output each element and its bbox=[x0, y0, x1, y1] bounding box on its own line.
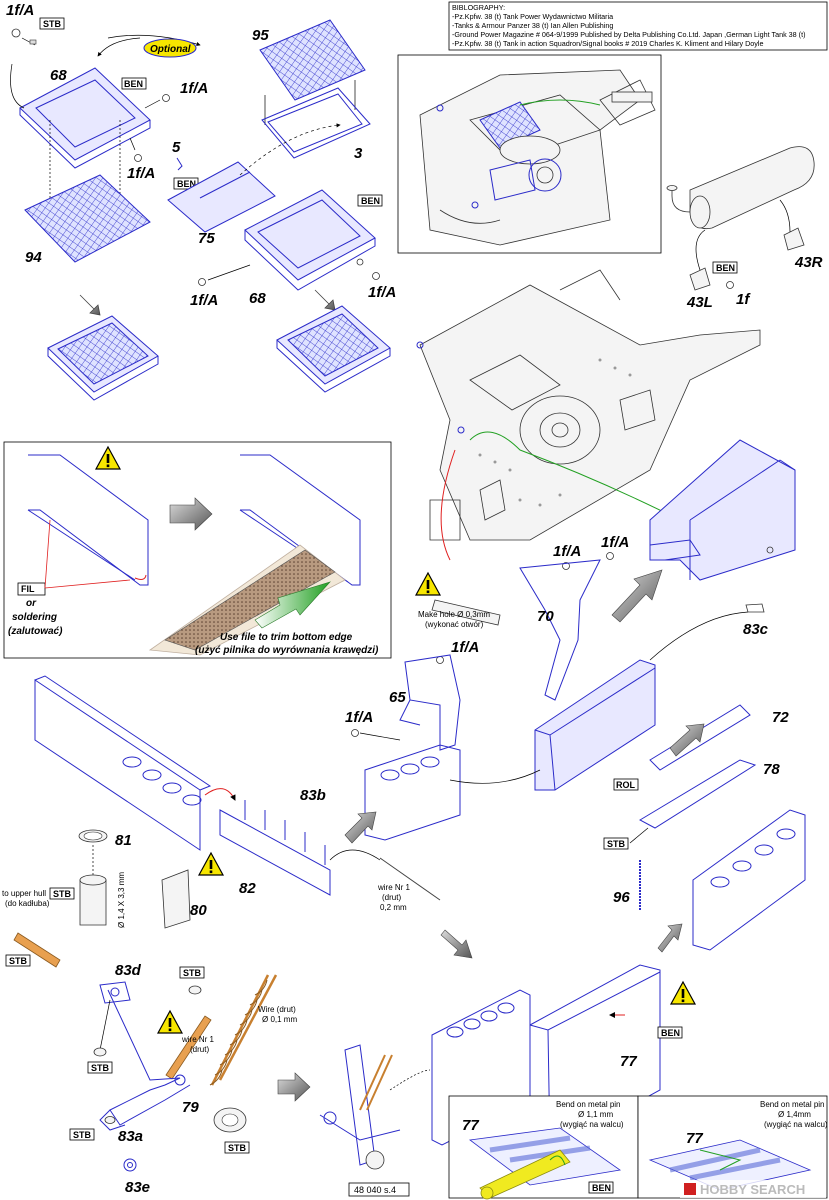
part-label-5: 5 bbox=[172, 139, 181, 156]
note-make-hole: Make hole Ø 0,3mm bbox=[418, 610, 490, 619]
part-label-83d: 83d bbox=[115, 962, 142, 979]
note-bend-a-pl: (wygiąć na walcu) bbox=[560, 1120, 624, 1129]
rear-hull-view bbox=[416, 269, 761, 561]
bibliography-line: -Ground Power Magazine # 064-9/1999 Publ… bbox=[452, 30, 805, 39]
part-label-1fA: 1f/A bbox=[6, 2, 34, 19]
part-label-3: 3 bbox=[354, 145, 363, 162]
part-label-1fA: 1f/A bbox=[553, 543, 581, 560]
note-wire-nr1: wire Nr 1 bbox=[377, 883, 411, 892]
part-label-65: 65 bbox=[389, 689, 406, 706]
part-label-77: 77 bbox=[686, 1130, 703, 1147]
note-upper-hull-pl: (do kadłuba) bbox=[5, 899, 50, 908]
tag-stb: STB bbox=[228, 1143, 247, 1153]
part-label-43R: 43R bbox=[794, 254, 823, 271]
note-or: or bbox=[26, 598, 37, 609]
part-label-80: 80 bbox=[190, 902, 207, 919]
solder-detail-inset: FIL or soldering (zalutować) Use file to… bbox=[3, 441, 392, 659]
part-label-1f: 1f bbox=[736, 291, 751, 308]
note-bend-a-dim: Ø 1,1 mm bbox=[578, 1110, 613, 1119]
bend-inset-a: Bend on metal pin Ø 1,1 mm (wygiąć na wa… bbox=[448, 1095, 639, 1200]
tag-rol: ROL bbox=[616, 780, 636, 790]
tag-ben: BEN bbox=[661, 1028, 680, 1038]
part-label-94: 94 bbox=[25, 249, 42, 266]
optional-label: Optional bbox=[150, 44, 191, 55]
inset-engine-deck bbox=[397, 54, 662, 254]
part-label-43L: 43L bbox=[686, 294, 713, 311]
note-upper-hull: to upper hull bbox=[2, 889, 46, 898]
tag-stb: STB bbox=[53, 889, 72, 899]
part-label-77: 77 bbox=[620, 1053, 637, 1070]
lid-and-box-right: 72 78 ROL STB 96 bbox=[603, 704, 806, 953]
part-label-83a: 83a bbox=[118, 1128, 143, 1145]
note-wire-nr1-small: wire Nr 1 bbox=[181, 1035, 215, 1044]
tag-ben: BEN bbox=[361, 196, 380, 206]
note-file-trim: Use file to trim bottom edge bbox=[220, 632, 353, 643]
spring-assembly: to upper hull (do kadłuba) STB 83d STB S… bbox=[2, 889, 311, 1196]
note-soldering: soldering bbox=[12, 612, 57, 623]
part-label-68: 68 bbox=[50, 67, 67, 84]
bibliography-box: BIBLOGRAPHY: -Pz.Kpfw. 38 (t) Tank Power… bbox=[448, 1, 828, 51]
tag-stb: STB bbox=[9, 956, 28, 966]
grille-assembly-left: 1f/A STB Optional 68 BEN 1f/A 1f/A 94 bbox=[6, 2, 208, 401]
tag-stb: STB bbox=[43, 19, 62, 29]
part-label-83e: 83e bbox=[125, 1179, 150, 1196]
bracket-65: 1f/A 65 1f/A bbox=[344, 639, 541, 844]
grille-assembly-middle: 95 3 5 BEN 75 BEN 68 1f/A 1f/A bbox=[167, 19, 396, 393]
note-bend-b-dim: Ø 1,4mm bbox=[778, 1110, 811, 1119]
part-label-1fA: 1f/A bbox=[127, 165, 155, 182]
watermark: HOBBY SEARCH bbox=[700, 1182, 805, 1197]
note-wire-nr1-small-pl: (drut) bbox=[190, 1045, 209, 1054]
tag-stb: STB bbox=[183, 968, 202, 978]
note-make-hole-pl: (wykonać otwór) bbox=[425, 620, 484, 629]
page-code: 48 040 s.4 bbox=[354, 1185, 396, 1195]
bibliography-line: -Pz.Kpfw. 38 (t) Tank Power Wydawnictwo … bbox=[452, 12, 613, 21]
fender-box-70: Make hole Ø 0,3mm (wykonać otwór) 1f/A 1… bbox=[415, 439, 796, 791]
part-label-68: 68 bbox=[249, 290, 266, 307]
footer: 48 040 s.4 HOBBY SEARCH bbox=[348, 1180, 826, 1198]
rivet-part bbox=[11, 28, 21, 38]
long-box-83b: 83b 82 81 STB Ø 1,4 X 3,3 mm 80 wire Nr … bbox=[34, 675, 473, 959]
part-label-1fA: 1f/A bbox=[190, 292, 218, 309]
part-label-1fA: 1f/A bbox=[180, 80, 208, 97]
tag-ben: BEN bbox=[716, 263, 735, 273]
tag-stb: STB bbox=[73, 1130, 92, 1140]
bibliography-line: -Tanks & Armour Panzer 38 (t) Ian Allen … bbox=[452, 21, 613, 30]
note-wire-drut: Wire (drut) bbox=[258, 1005, 296, 1014]
tag-fil: FIL bbox=[21, 584, 35, 594]
part-label-1fA: 1f/A bbox=[451, 639, 479, 656]
part-label-82: 82 bbox=[239, 880, 256, 897]
part-label-78: 78 bbox=[763, 761, 780, 778]
part-label-96: 96 bbox=[613, 889, 630, 906]
note-dim-81: Ø 1,4 X 3,3 mm bbox=[117, 872, 126, 928]
note-wire-nr1-pl: (drut) bbox=[382, 893, 401, 902]
part-label-1fA: 1f/A bbox=[368, 284, 396, 301]
tag-ben: BEN bbox=[592, 1183, 611, 1193]
note-bend-a: Bend on metal pin bbox=[556, 1100, 621, 1109]
note-file-trim-pl: (użyć pilnika do wyrównania krawędzi) bbox=[195, 645, 379, 656]
part-label-72: 72 bbox=[772, 709, 789, 726]
tag-stb: STB bbox=[91, 1063, 110, 1073]
note-bend-b-pl: (wygiąć na walcu) bbox=[764, 1120, 828, 1129]
note-wire-drut-dim: Ø 0,1 mm bbox=[262, 1015, 297, 1024]
bibliography-line: -Pz.Kpfw. 38 (t) Tank in action Squadron… bbox=[452, 39, 764, 48]
note-soldering-pl: (zalutować) bbox=[8, 626, 63, 637]
part-label-75: 75 bbox=[198, 230, 215, 247]
tag-ben: BEN bbox=[177, 179, 196, 189]
part-label-83b: 83b bbox=[300, 787, 326, 804]
part-label-95: 95 bbox=[252, 27, 269, 44]
note-bend-b: Bend on metal pin bbox=[760, 1100, 825, 1109]
part-label-1fA: 1f/A bbox=[345, 709, 373, 726]
bibliography-heading: BIBLOGRAPHY: bbox=[452, 3, 505, 12]
part-label-81: 81 bbox=[115, 832, 132, 849]
part-label-79: 79 bbox=[182, 1099, 199, 1116]
tag-stb: STB bbox=[607, 839, 626, 849]
note-wire-nr1-dim: 0,2 mm bbox=[380, 903, 407, 912]
muffler-assembly: 43R BEN 43L 1f bbox=[666, 146, 823, 311]
part-label-70: 70 bbox=[537, 608, 554, 625]
tag-ben: BEN bbox=[124, 79, 143, 89]
part-label-1fA: 1f/A bbox=[601, 534, 629, 551]
part-label-83c: 83c bbox=[743, 621, 769, 638]
part-label-77: 77 bbox=[462, 1117, 479, 1134]
